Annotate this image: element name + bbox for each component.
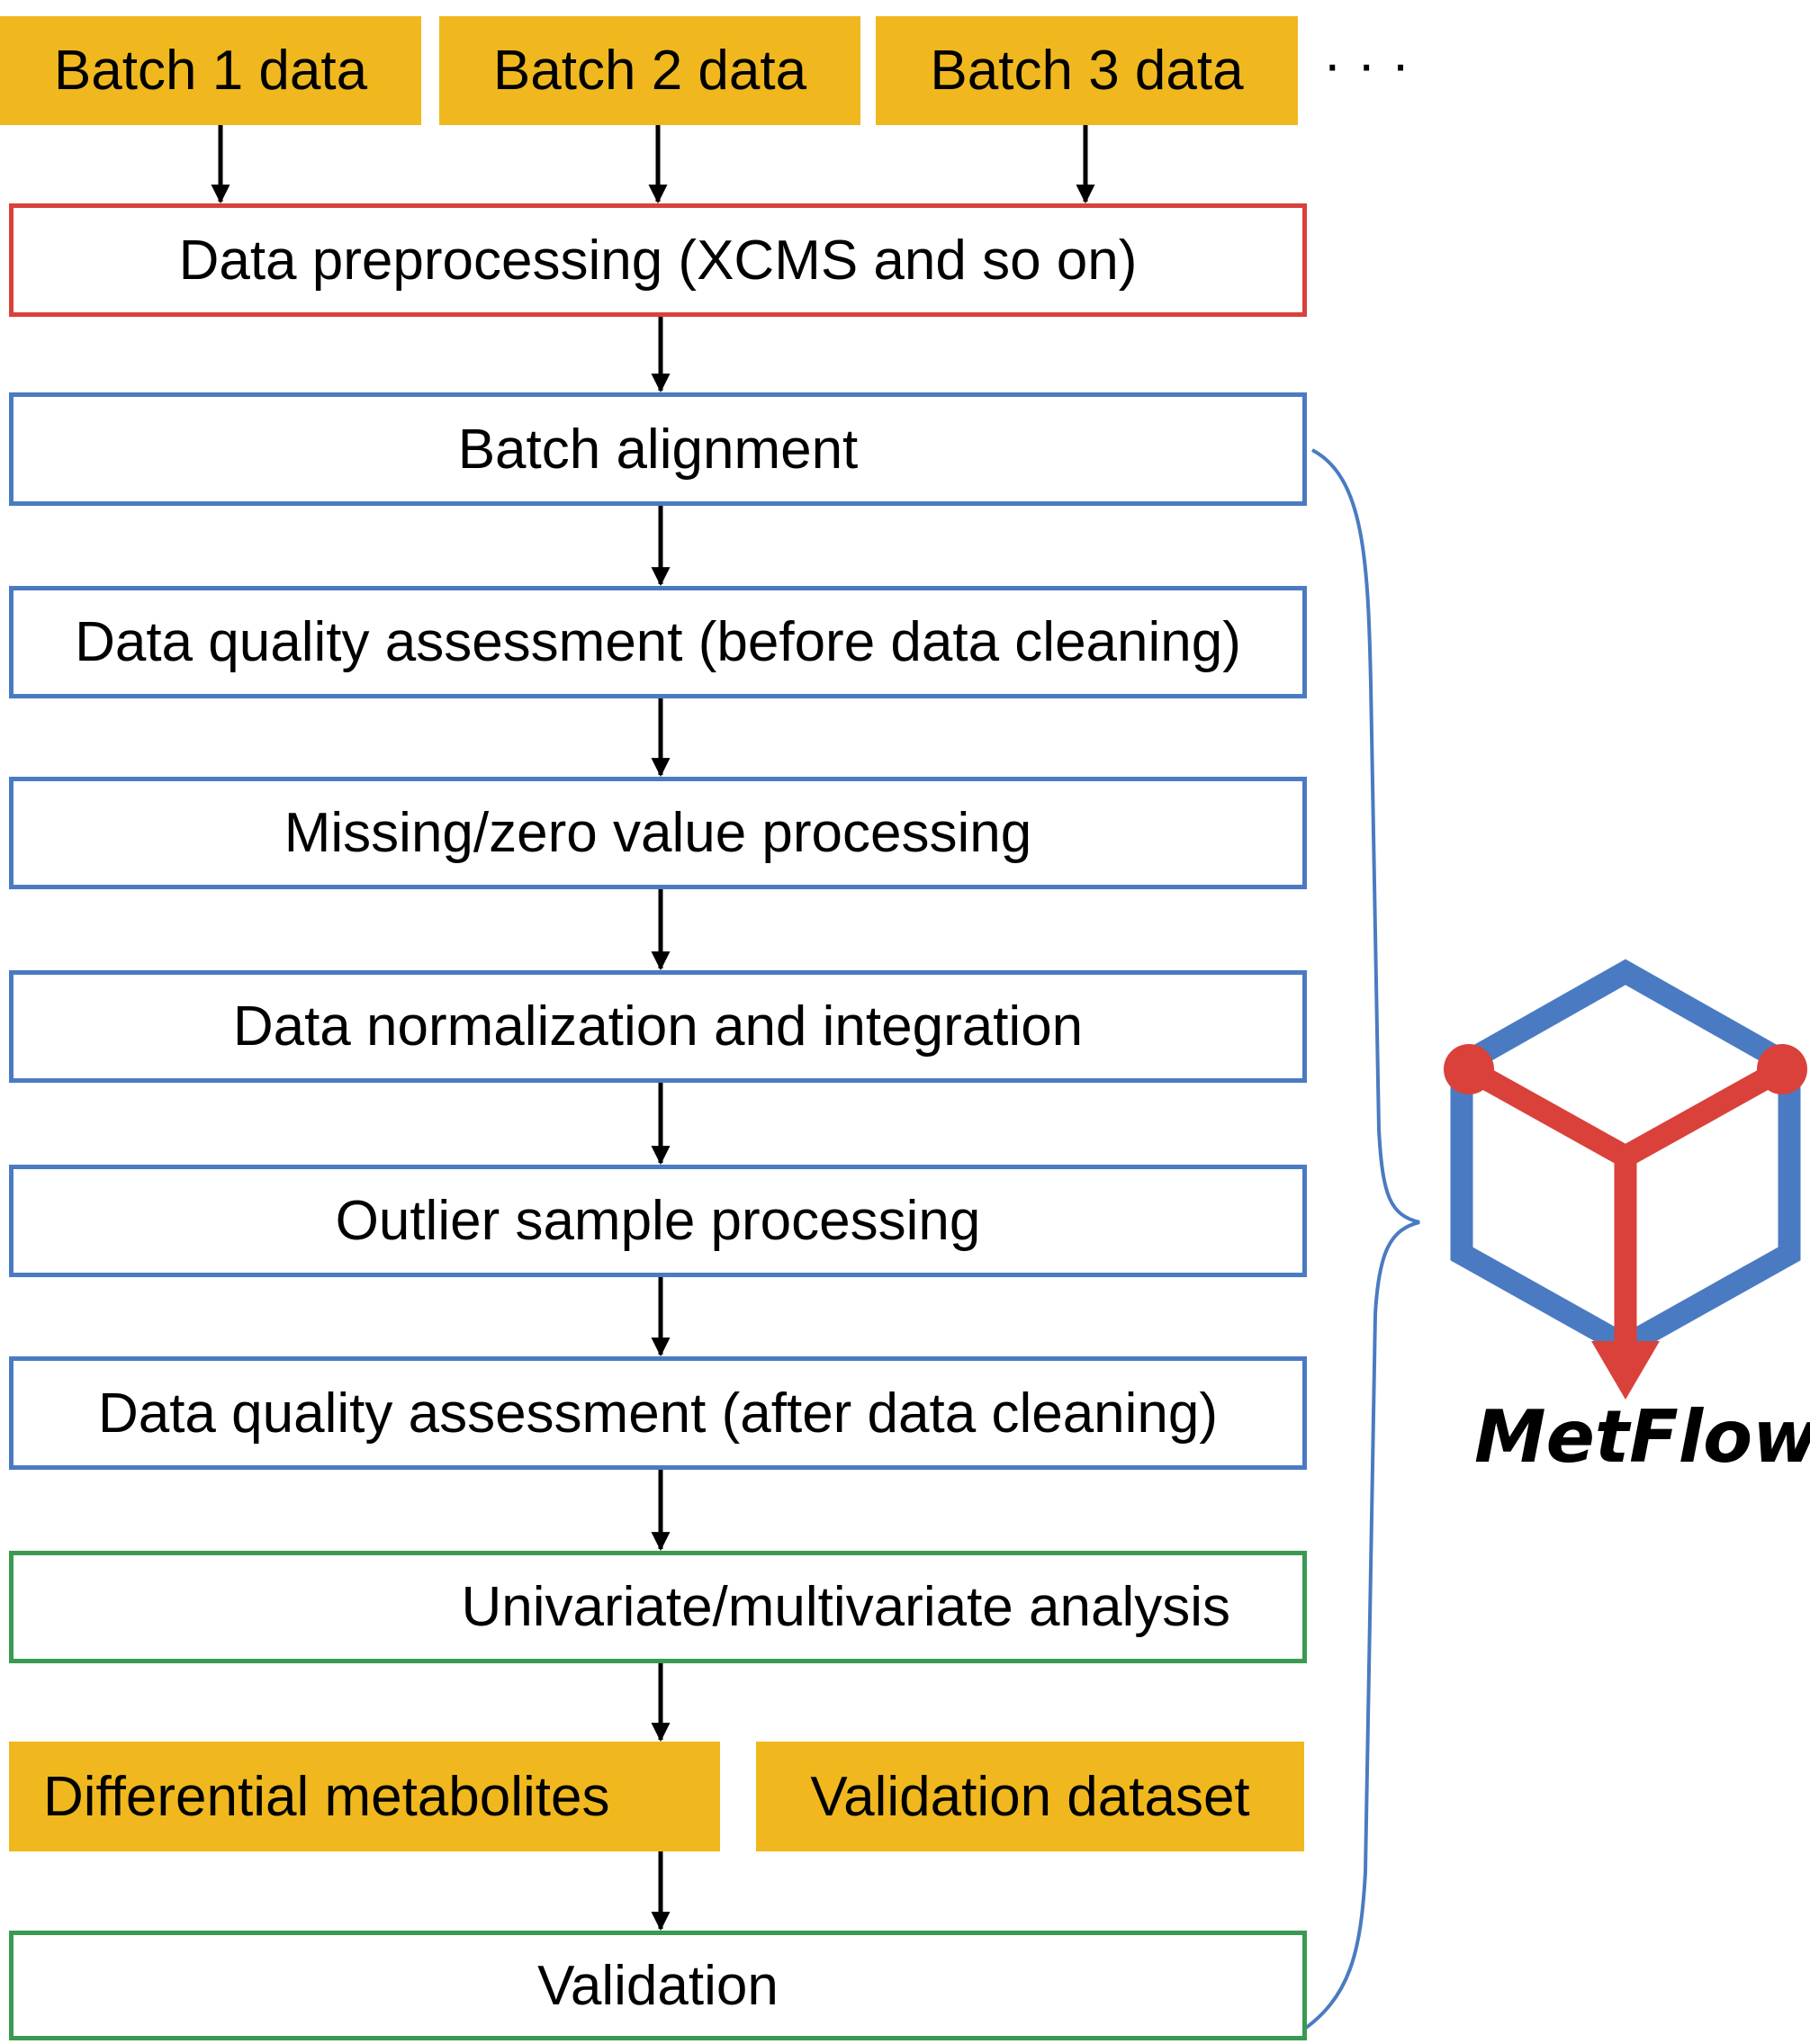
step-analysis-label: Univariate/multivariate analysis bbox=[461, 1576, 1230, 1638]
batch2-data-box: Batch 2 data bbox=[439, 16, 860, 125]
cube-node-left bbox=[1444, 1044, 1494, 1094]
step-quality-after-label: Data quality assessment (after data clea… bbox=[97, 1382, 1219, 1445]
more-batches-ellipsis: · · · bbox=[1323, 33, 1410, 95]
output-validation-dataset: Validation dataset bbox=[756, 1742, 1304, 1851]
metflow-logo-icon bbox=[1444, 959, 1807, 1400]
batch3-data-label: Batch 3 data bbox=[930, 40, 1244, 102]
step-preprocessing-label: Data preprocessing (XCMS and so on) bbox=[178, 229, 1138, 292]
step-outlier-label: Outlier sample processing bbox=[335, 1190, 981, 1252]
output-validation-dataset-label: Validation dataset bbox=[810, 1765, 1250, 1828]
output-differential-metabolites: Differential metabolites bbox=[9, 1742, 720, 1851]
step-batch-alignment: Batch alignment bbox=[9, 392, 1307, 506]
batch1-data-box: Batch 1 data bbox=[0, 16, 421, 125]
step-batch-alignment-label: Batch alignment bbox=[457, 418, 859, 481]
batch1-data-label: Batch 1 data bbox=[53, 40, 368, 102]
batch3-data-box: Batch 3 data bbox=[876, 16, 1298, 125]
cube-edge-right bbox=[1619, 1059, 1788, 1166]
cube-edge-left bbox=[1463, 1059, 1632, 1166]
metflow-logo-label: MetFlow bbox=[1474, 1395, 1810, 1479]
step-quality-before: Data quality assessment (before data cle… bbox=[9, 586, 1307, 698]
metflow-scope-brace bbox=[1298, 448, 1420, 2034]
step-missing-zero: Missing/zero value processing bbox=[9, 777, 1307, 889]
step-quality-after: Data quality assessment (after data clea… bbox=[9, 1356, 1307, 1470]
step-outlier: Outlier sample processing bbox=[9, 1165, 1307, 1277]
output-differential-label: Differential metabolites bbox=[43, 1765, 610, 1828]
step-missing-zero-label: Missing/zero value processing bbox=[284, 802, 1032, 864]
batch2-data-label: Batch 2 data bbox=[492, 40, 807, 102]
step-quality-before-label: Data quality assessment (before data cle… bbox=[75, 611, 1241, 673]
flow-arrowhead-icon bbox=[1591, 1341, 1660, 1400]
step-validation: Validation bbox=[9, 1931, 1307, 2040]
step-validation-label: Validation bbox=[537, 1954, 779, 2017]
cube-node-right bbox=[1757, 1044, 1807, 1094]
step-normalization-label: Data normalization and integration bbox=[232, 995, 1084, 1058]
step-normalization: Data normalization and integration bbox=[9, 970, 1307, 1083]
step-analysis: Univariate/multivariate analysis bbox=[9, 1551, 1307, 1663]
step-preprocessing: Data preprocessing (XCMS and so on) bbox=[9, 203, 1307, 317]
